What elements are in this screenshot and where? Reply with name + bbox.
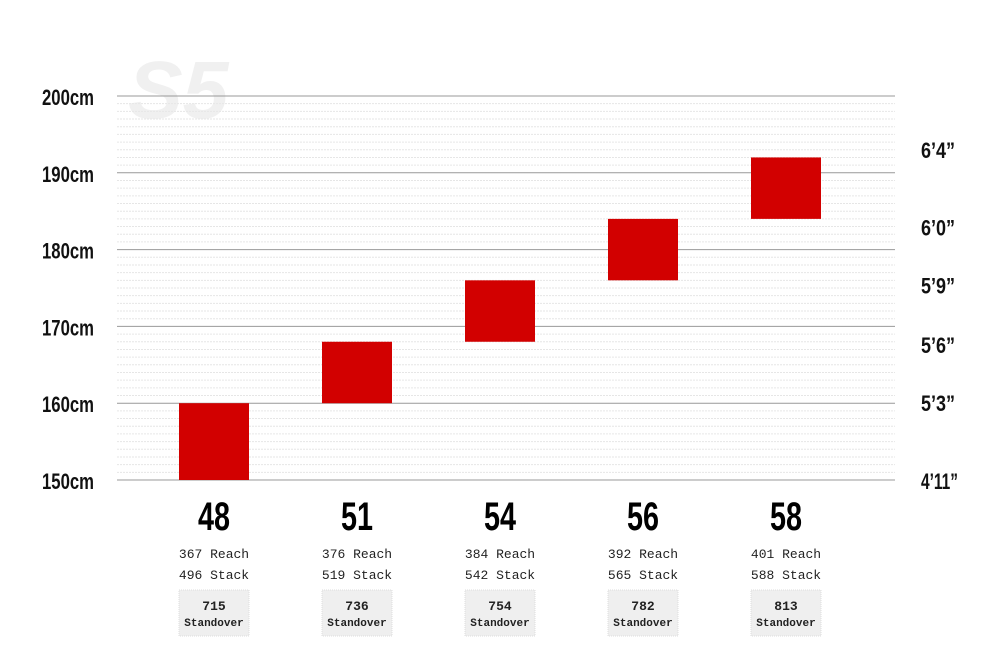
stack-value: 542 Stack <box>465 568 535 583</box>
stack-value: 519 Stack <box>322 568 392 583</box>
logo-watermark: S5 <box>128 45 230 136</box>
reach-value: 401 Reach <box>751 547 821 562</box>
standover-value: 813 <box>774 599 798 614</box>
size-bar-58 <box>751 157 821 219</box>
y-tick-label-left: 190cm <box>42 162 94 187</box>
size-label: 56 <box>627 495 659 539</box>
reach-value: 384 Reach <box>465 547 535 562</box>
standover-value: 736 <box>345 599 369 614</box>
stack-value: 496 Stack <box>179 568 249 583</box>
size-label: 51 <box>341 495 373 539</box>
size-bar-51 <box>322 341 392 404</box>
y-tick-label-right: 5’9” <box>921 274 955 299</box>
y-tick-label-left: 180cm <box>42 239 94 264</box>
reach-value: 367 Reach <box>179 547 249 562</box>
y-tick-label-left: 150cm <box>42 469 94 494</box>
y-tick-label-right: 5’3” <box>921 391 955 416</box>
size-label: 54 <box>484 495 517 539</box>
y-tick-label-left: 200cm <box>42 85 94 110</box>
standover-box <box>464 589 536 637</box>
size-bar-48 <box>179 403 249 480</box>
reach-value: 376 Reach <box>322 547 392 562</box>
reach-value: 392 Reach <box>608 547 678 562</box>
standover-label: Standover <box>613 618 672 630</box>
standover-label: Standover <box>184 618 243 630</box>
y-tick-label-left: 170cm <box>42 315 94 340</box>
standover-value: 715 <box>202 599 226 614</box>
y-tick-label-left: 160cm <box>42 392 94 417</box>
size-label: 48 <box>198 495 230 539</box>
size-bar-56 <box>608 218 678 281</box>
standover-label: Standover <box>327 618 386 630</box>
standover-label: Standover <box>470 618 529 630</box>
y-tick-label-right: 6’4” <box>921 138 955 163</box>
standover-value: 782 <box>631 599 655 614</box>
standover-value: 754 <box>488 599 512 614</box>
standover-box <box>607 589 679 637</box>
y-tick-label-right: 6’0” <box>921 215 955 240</box>
y-tick-label-right: 5’6” <box>921 333 955 358</box>
y-tick-label-right: 4’11” <box>921 469 958 494</box>
size-label: 58 <box>770 495 802 539</box>
standover-box <box>321 589 393 637</box>
stack-value: 588 Stack <box>751 568 821 583</box>
stack-value: 565 Stack <box>608 568 678 583</box>
standover-label: Standover <box>756 618 815 630</box>
standover-box <box>178 589 250 637</box>
size-bar-54 <box>465 280 535 342</box>
standover-box <box>750 589 822 637</box>
